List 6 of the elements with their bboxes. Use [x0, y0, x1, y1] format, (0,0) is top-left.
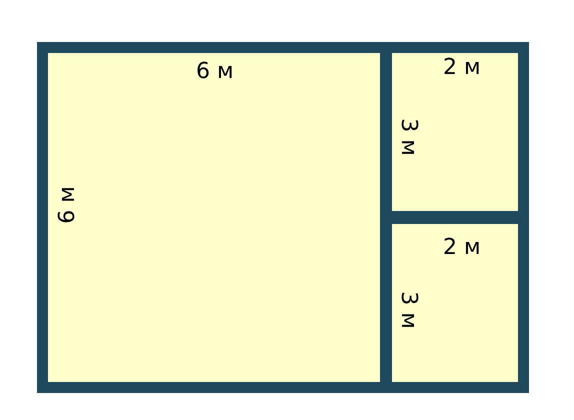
dimension-label: 6 м	[196, 61, 234, 83]
dimension-label: 3 м	[396, 291, 419, 329]
dimension-label: 2 м	[443, 57, 481, 79]
dimension-label: 2 м	[443, 237, 481, 259]
dimension-label: 6 м	[56, 186, 79, 224]
dimension-label: 3 м	[396, 118, 419, 156]
